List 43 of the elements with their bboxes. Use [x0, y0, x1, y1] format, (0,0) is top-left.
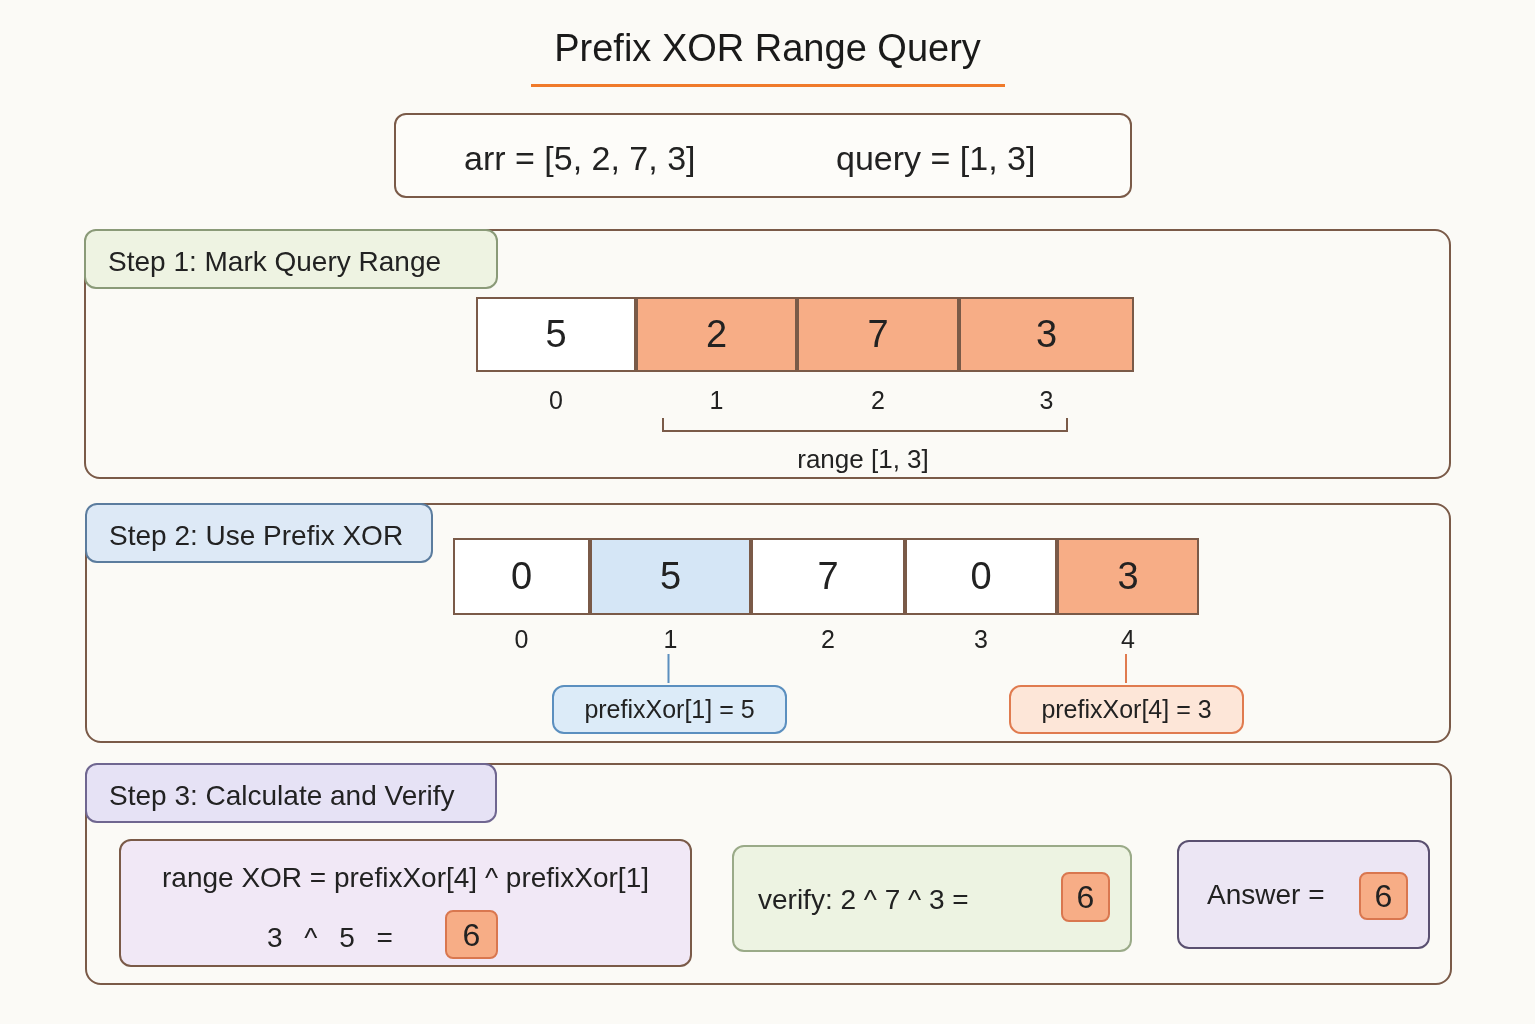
index-label: 2	[821, 624, 835, 654]
array-cell: 5	[476, 297, 636, 372]
formula-text: range XOR = prefixXor[4] ^ prefixXor[1]	[161, 861, 650, 895]
formula-box	[119, 839, 692, 967]
array-cell: 5	[590, 538, 751, 615]
array-cell: 3	[959, 297, 1134, 372]
input-box	[394, 113, 1132, 198]
value-callout: prefixXor[1] = 5	[552, 685, 787, 734]
leader-line	[667, 653, 670, 684]
step-heading: Step 2: Use Prefix XOR	[85, 503, 433, 563]
index-label: 3	[1039, 385, 1054, 415]
range-label: range [1, 3]	[797, 443, 929, 476]
step-panel	[84, 229, 1451, 479]
step-panel	[85, 503, 1451, 743]
array-cell: 0	[905, 538, 1057, 615]
step-heading: Step 3: Calculate and Verify	[85, 763, 497, 823]
array-cell: 2	[636, 297, 797, 372]
array-cell: 3	[1057, 538, 1199, 615]
formula-text: verify: 2 ^ 7 ^ 3 =	[758, 883, 969, 917]
index-label: 1	[663, 624, 678, 654]
index-label: 1	[709, 385, 724, 415]
input-text: query = [1, 3]	[836, 138, 1036, 179]
formula-box	[732, 845, 1132, 952]
index-label: 3	[974, 624, 988, 654]
index-label: 2	[871, 385, 885, 415]
formula-text: Answer =	[1207, 878, 1325, 912]
step-panel	[85, 763, 1452, 985]
result-box: 6	[445, 910, 498, 959]
index-label: 4	[1121, 624, 1135, 654]
result-box: 6	[1359, 872, 1408, 920]
input-text: arr = [5, 2, 7, 3]	[464, 138, 696, 179]
formula-box	[1177, 840, 1430, 949]
step-heading: Step 1: Mark Query Range	[84, 229, 498, 289]
result-box: 6	[1061, 872, 1110, 922]
index-label: 0	[549, 385, 563, 415]
array-cell: 7	[751, 538, 905, 615]
array-cell: 0	[453, 538, 590, 615]
index-label: 0	[514, 624, 529, 654]
value-callout: prefixXor[4] = 3	[1009, 685, 1244, 734]
leader-line	[1125, 653, 1127, 684]
formula-text: 3 ^ 5 =	[267, 921, 393, 955]
array-cell: 7	[797, 297, 959, 372]
title: Prefix XOR Range Query	[554, 26, 981, 71]
